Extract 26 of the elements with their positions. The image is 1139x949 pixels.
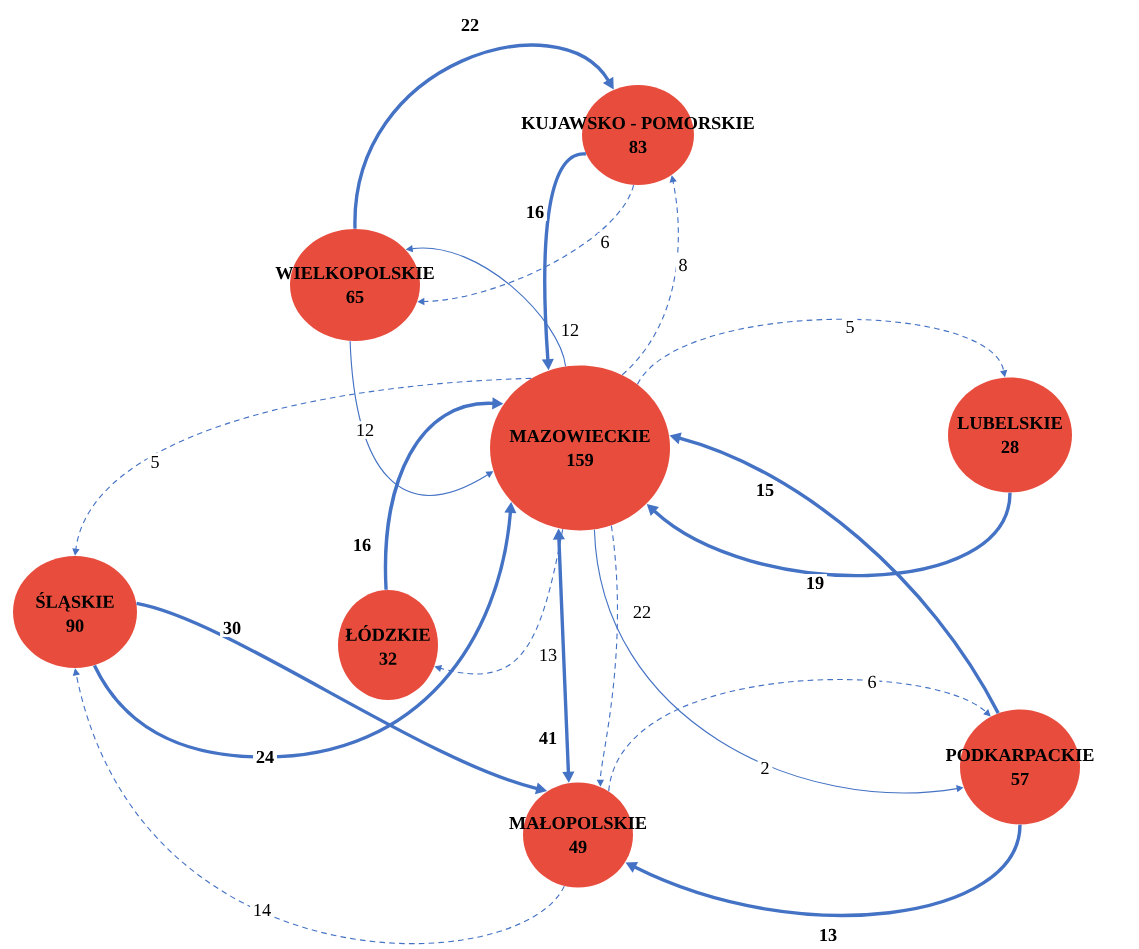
edge-label: 14 bbox=[250, 901, 274, 919]
arrow bbox=[608, 679, 991, 792]
edge-label: 15 bbox=[753, 481, 777, 499]
arrow bbox=[353, 44, 614, 229]
edge-label: 13 bbox=[816, 926, 840, 944]
edge-label: 5 bbox=[842, 318, 858, 336]
edge-label: 5 bbox=[147, 453, 163, 471]
edge-label: 22 bbox=[458, 16, 482, 34]
edge-label: 12 bbox=[558, 321, 582, 339]
edge-label: 16 bbox=[350, 536, 374, 554]
edge-label: 41 bbox=[536, 729, 560, 747]
arrow bbox=[434, 528, 564, 675]
arrow bbox=[621, 175, 679, 376]
edge-label: 13 bbox=[536, 646, 560, 664]
arrow bbox=[72, 668, 565, 944]
edge-label: 16 bbox=[523, 203, 547, 221]
edge-label: 12 bbox=[353, 421, 377, 439]
edge-label: 6 bbox=[864, 673, 880, 691]
edge-label: 24 bbox=[253, 748, 277, 766]
edge-label: 2 bbox=[757, 759, 773, 777]
arrow bbox=[636, 318, 1008, 385]
edge-label: 8 bbox=[675, 256, 691, 274]
edge-label: 22 bbox=[630, 603, 654, 621]
edge-label: 6 bbox=[597, 233, 613, 251]
edge-label: 30 bbox=[220, 619, 244, 637]
edge-label: 19 bbox=[803, 574, 827, 592]
